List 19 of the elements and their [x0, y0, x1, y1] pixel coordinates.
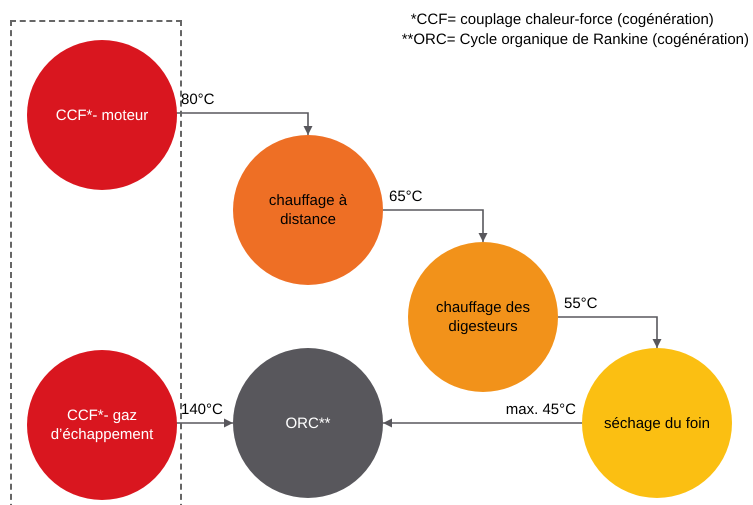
arrow [383, 209, 488, 242]
edge-label: 55°C [564, 295, 598, 313]
arrow [175, 418, 233, 428]
node-label: ORC** [285, 414, 330, 432]
node-label: chauffage à distance [268, 191, 348, 229]
footnote: **ORC= Cycle organique de Rankine (cogénération) [402, 30, 749, 50]
arrow [558, 316, 662, 348]
node-label: séchage du foin [604, 414, 710, 432]
node-label: CCF*- moteur [56, 106, 148, 124]
edge-label: 65°C [389, 188, 423, 206]
arrow [383, 418, 582, 428]
node-label: CCF*- gaz d’échappement [50, 406, 154, 444]
edge-label: 80°C [181, 91, 215, 109]
dashed-group-box [10, 20, 182, 505]
arrow [175, 112, 312, 135]
node-label: chauffage des digesteurs [435, 298, 531, 336]
edge-label: max. 45°C [506, 401, 576, 419]
footnote: *CCF= couplage chaleur-force (cogénération) [410, 10, 714, 30]
edge-label: 140°C [181, 401, 223, 419]
